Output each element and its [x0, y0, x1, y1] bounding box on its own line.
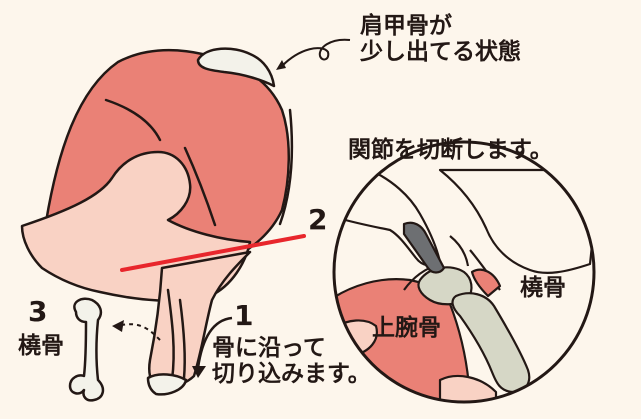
hand-right [438, 168, 594, 274]
removed-radius-bone [68, 297, 105, 402]
cut-joint-label: 関節を切断します。 [348, 137, 553, 163]
step2-number: 2 [308, 203, 328, 236]
scapula-pointer-arrow [281, 38, 351, 67]
knife [402, 221, 446, 274]
scapula-note: 肩甲骨が 少し出てる状態 [360, 13, 521, 66]
scapula-bone [196, 47, 276, 88]
shoulder-meat [20, 47, 294, 396]
radius-label: 橈骨 [520, 275, 566, 301]
cut-line-red [120, 234, 306, 272]
step3-number: 3 [28, 295, 48, 328]
closeup-circle [332, 140, 596, 404]
shank-end [146, 373, 188, 396]
scapula-note-line1: 肩甲骨が [360, 13, 452, 39]
step1-text-line1: 骨に沿って [212, 335, 326, 361]
step1-number: 1 [234, 299, 254, 332]
step3-bone-label: 橈骨 [18, 333, 64, 359]
upper-arm-label: 上腕骨 [372, 315, 441, 341]
scapula-note-line2: 少し出てる状態 [360, 38, 521, 65]
step1-text: 骨に沿って 切り込みます。 [212, 335, 371, 388]
step1-text-line2: 切り込みます。 [212, 360, 371, 387]
step1-arrow [196, 316, 233, 369]
